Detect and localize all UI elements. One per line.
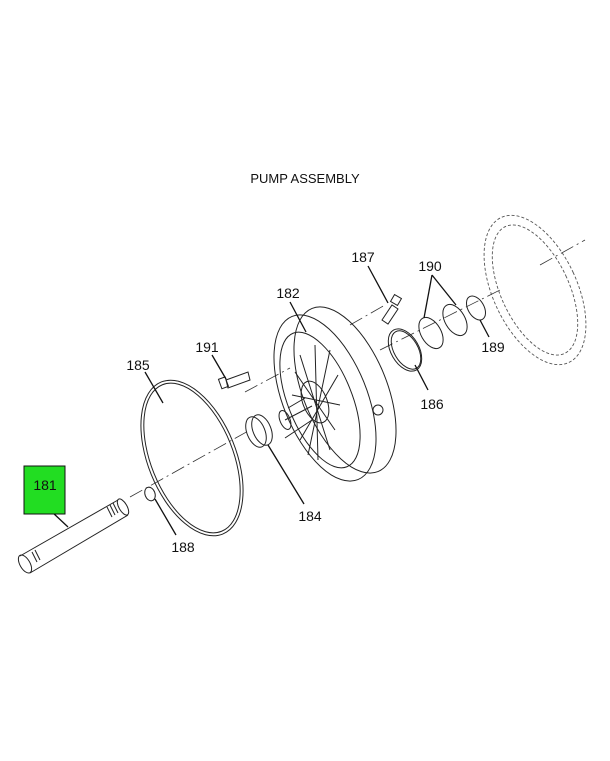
pump-body-182 xyxy=(273,306,397,482)
callout-181-highlight xyxy=(23,465,66,515)
input-shaft-181 xyxy=(17,498,130,574)
callout-185[interactable]: 185 xyxy=(126,357,150,373)
seal-rings-190 xyxy=(418,303,468,350)
callout-191[interactable]: 191 xyxy=(195,339,219,355)
seal-ring-185 xyxy=(140,379,244,537)
o-ring-188 xyxy=(144,486,156,502)
bolt-191 xyxy=(217,371,251,390)
callout-186[interactable]: 186 xyxy=(420,396,444,412)
callout-190[interactable]: 190 xyxy=(418,258,442,274)
leader-lines xyxy=(51,265,490,536)
gasket xyxy=(483,214,587,366)
center-axis-lines xyxy=(129,239,586,498)
callout-181[interactable]: 181 xyxy=(23,465,66,515)
callout-189[interactable]: 189 xyxy=(481,339,505,355)
thrust-washer-186 xyxy=(387,328,423,372)
callout-187[interactable]: 187 xyxy=(351,249,375,265)
bolt-187 xyxy=(381,293,403,325)
callout-184[interactable]: 184 xyxy=(298,508,322,524)
callout-182[interactable]: 182 xyxy=(276,285,300,301)
diagram-title: PUMP ASSEMBLY xyxy=(250,171,360,186)
callout-181-label: 181 xyxy=(33,477,57,493)
callout-188[interactable]: 188 xyxy=(171,539,195,555)
bushing-184 xyxy=(245,414,273,448)
ring-189 xyxy=(466,295,486,321)
